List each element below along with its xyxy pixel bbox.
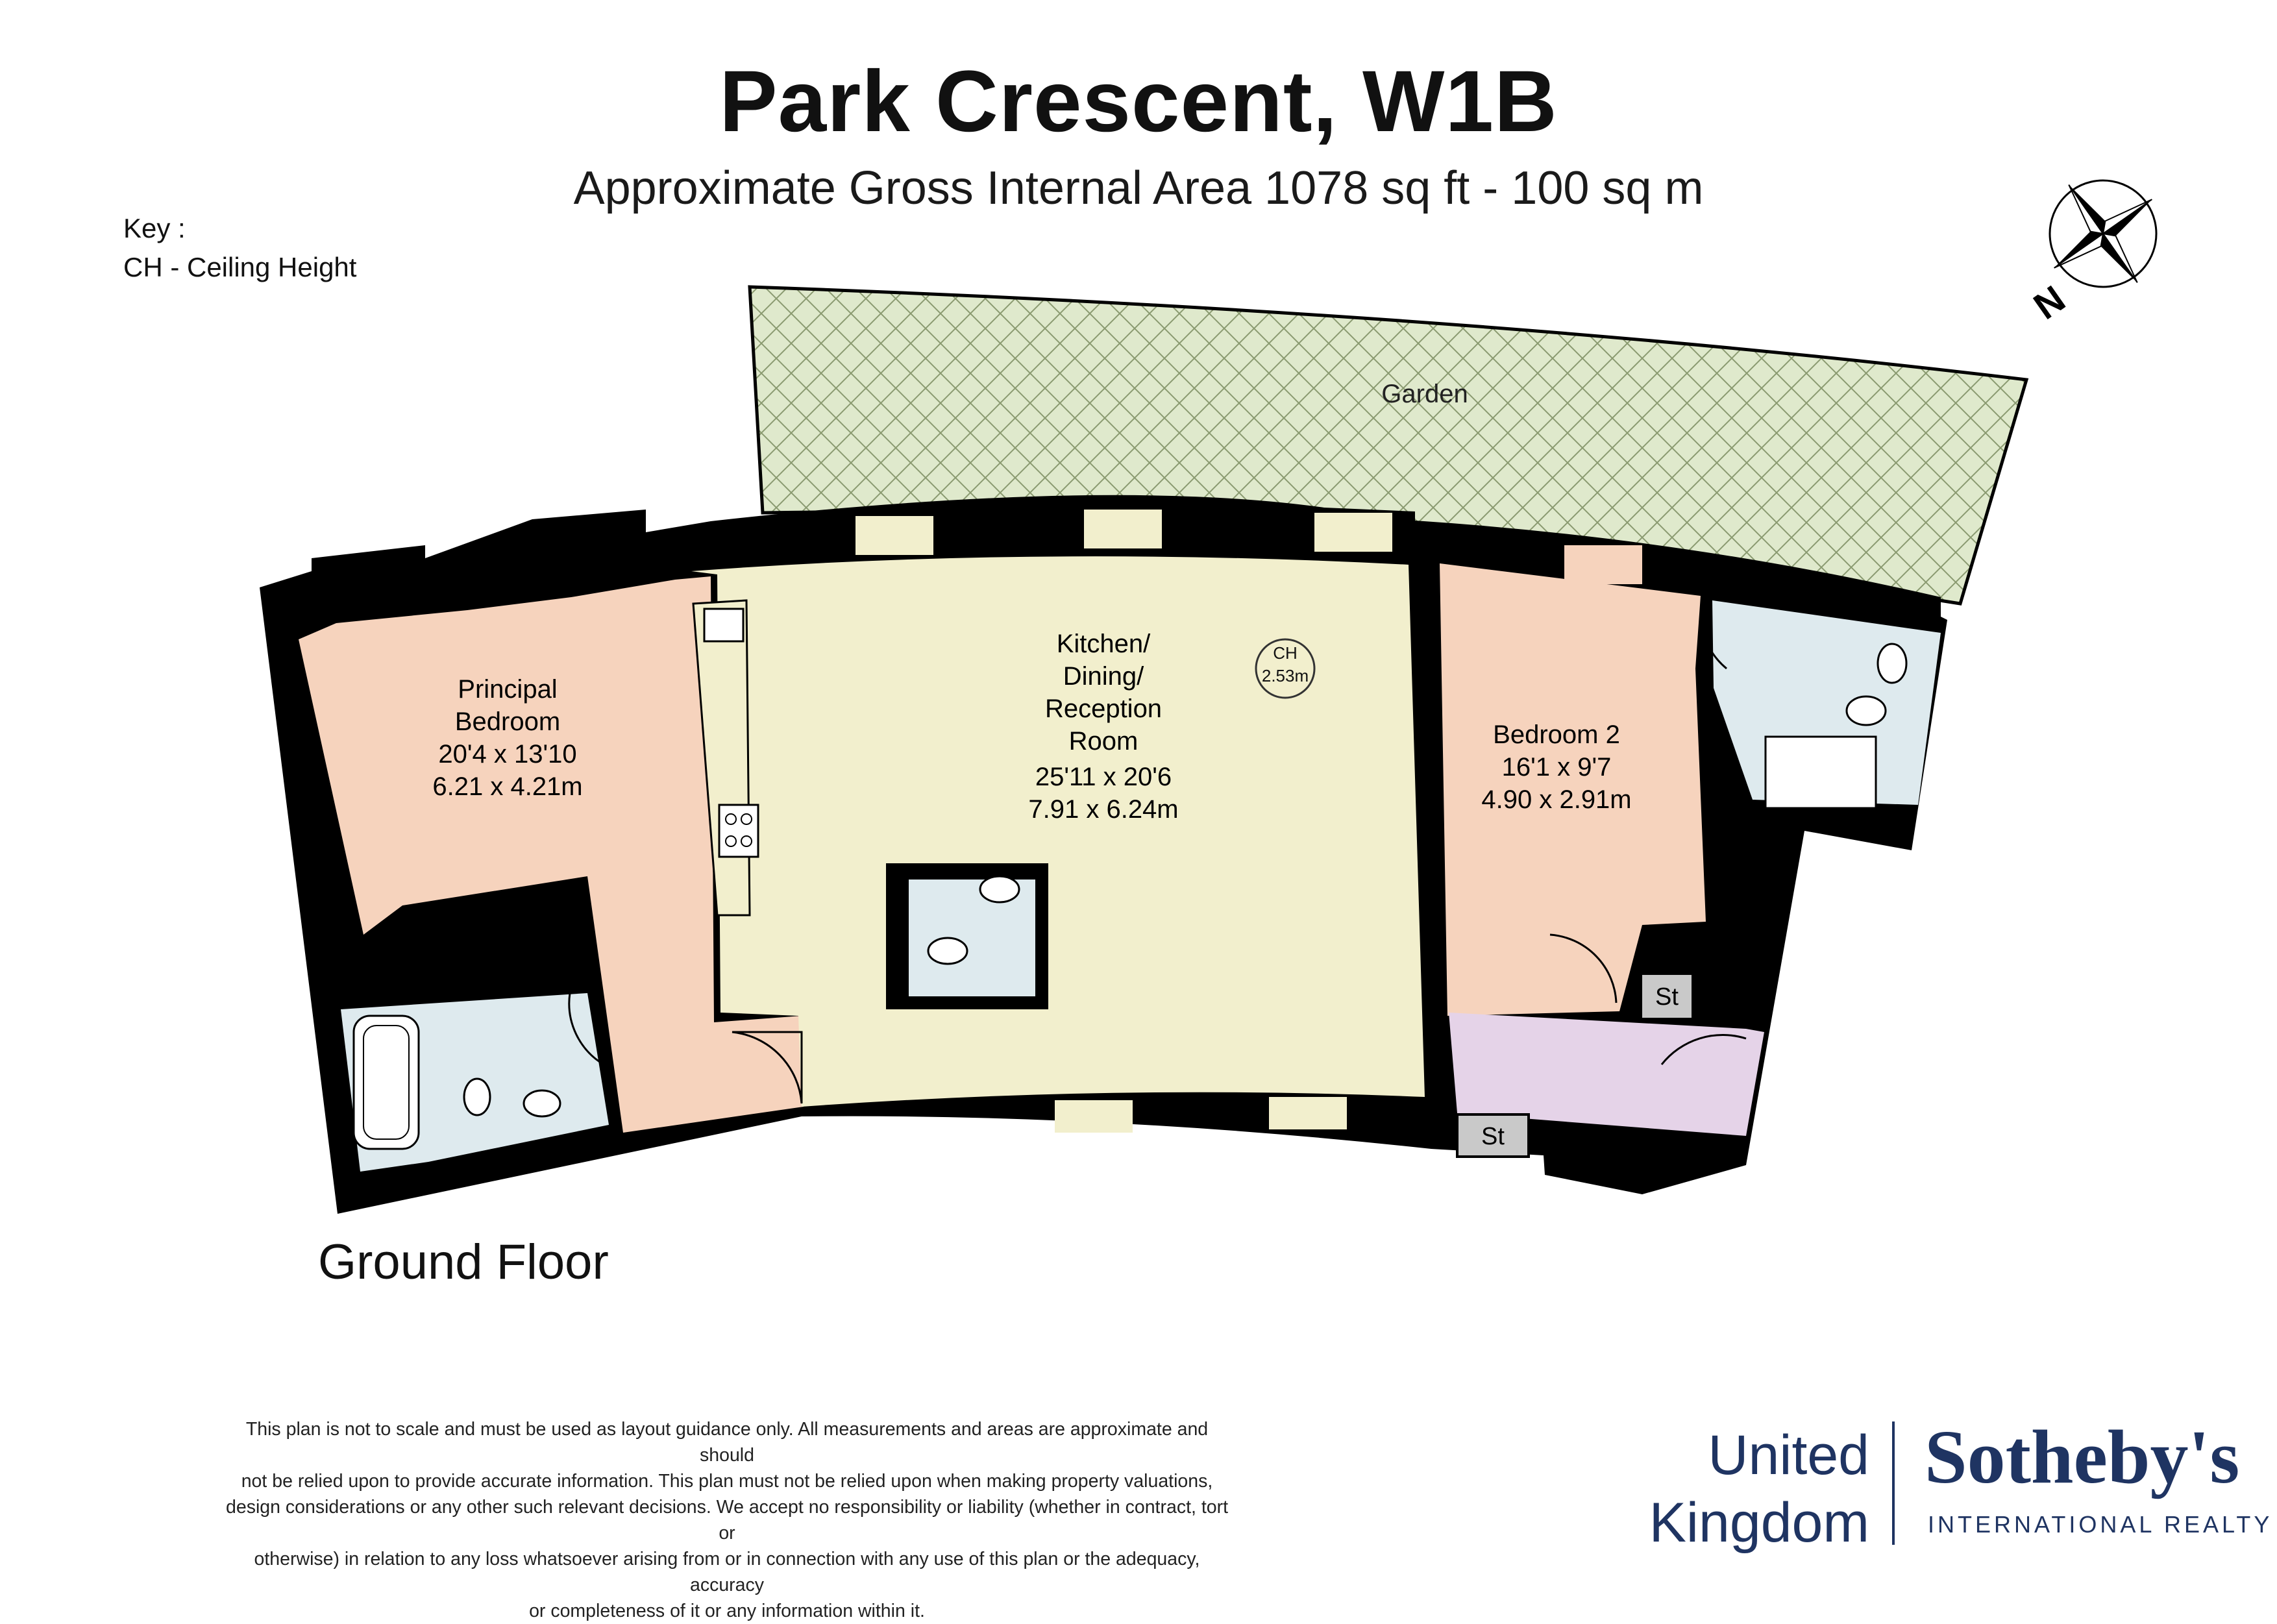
room-name-line: Principal	[458, 675, 557, 704]
window-bay	[1269, 1097, 1347, 1129]
store-cupboard-2	[1456, 1113, 1530, 1158]
brand-divider	[1892, 1421, 1895, 1545]
basin	[523, 1089, 561, 1118]
room-dimensions-imperial: 25'11 x 20'6	[1035, 763, 1172, 791]
ceiling-height-label: CH	[1273, 643, 1298, 663]
window-bay	[1084, 510, 1162, 548]
hob	[718, 804, 759, 858]
window-bay	[855, 516, 933, 555]
sink	[703, 608, 745, 643]
disclaimer: This plan is not to scale and must be us…	[221, 1416, 1233, 1624]
room-name-line: Kitchen/	[1057, 630, 1151, 658]
disclaimer-line: or completeness of it or any information…	[529, 1601, 925, 1621]
room-kitchen-dining-reception	[691, 556, 1425, 1107]
store-label: St	[1655, 983, 1679, 1011]
disclaimer-line: otherwise) in relation to any loss whats…	[254, 1549, 1200, 1595]
brand-region-line: United	[1708, 1424, 1869, 1486]
room-dimensions-imperial: 20'4 x 13'10	[438, 740, 576, 769]
brand-logo-name: Sotheby's	[1925, 1414, 2240, 1499]
room-dimensions-metric: 4.90 x 2.91m	[1481, 785, 1631, 814]
bath-inner	[363, 1025, 410, 1140]
area-subtitle: Approximate Gross Internal Area 1078 sq …	[573, 162, 1704, 214]
hob-ring	[725, 835, 737, 847]
compass-north-label: N	[2026, 278, 2073, 328]
garden-label: Garden	[1381, 380, 1468, 408]
room-name-line: Dining/	[1063, 662, 1144, 691]
hob-ring	[741, 835, 752, 847]
room-name-line: Bedroom 2	[1493, 720, 1620, 749]
disclaimer-line: not be relied upon to provide accurate i…	[241, 1471, 1213, 1492]
room-dimensions-metric: 6.21 x 4.21m	[432, 772, 582, 801]
window-bay	[1564, 545, 1642, 584]
page-title: Park Crescent, W1B	[719, 53, 1558, 150]
room-name-line: Room	[1069, 727, 1138, 756]
disclaimer-line: design considerations or any other such …	[226, 1497, 1228, 1544]
compass-point	[2054, 232, 2104, 269]
brand-tagline: INTERNATIONAL REALTY	[1928, 1511, 2273, 1538]
compass-point	[2101, 232, 2138, 283]
store-label: St	[1481, 1123, 1505, 1150]
plan-key: Key : CH - Ceiling Height	[123, 209, 356, 287]
door-swing	[568, 992, 604, 1066]
key-heading: Key :	[123, 213, 186, 243]
room-name-line: Reception	[1045, 695, 1162, 723]
room-name-line: Bedroom	[455, 707, 560, 736]
toilet	[463, 1077, 491, 1116]
door-swing	[732, 1031, 803, 1104]
room-dimensions-imperial: 16'1 x 9'7	[1502, 753, 1612, 781]
ceiling-height-marker	[1255, 638, 1316, 699]
door-swing	[1699, 616, 1727, 670]
door-swing	[1549, 933, 1618, 1003]
disclaimer-line: This plan is not to scale and must be us…	[245, 1419, 1209, 1466]
compass-rose	[2049, 179, 2158, 288]
floor-label: Ground Floor	[318, 1235, 609, 1290]
toilet	[1845, 695, 1887, 726]
window-bay	[1314, 513, 1392, 552]
compass-point	[2102, 199, 2152, 236]
door-swing	[1660, 1033, 1747, 1065]
brand-region-line: Kingdom	[1649, 1492, 1869, 1554]
ceiling-height-value: 2.53m	[1262, 666, 1309, 685]
basin	[979, 875, 1020, 904]
hob-ring	[725, 813, 737, 825]
room-bedroom-2	[1440, 563, 1706, 1016]
room-dimensions-metric: 7.91 x 6.24m	[1028, 795, 1178, 824]
brand-region: United Kingdom	[1623, 1421, 1869, 1556]
key-item-ceiling-height: CH - Ceiling Height	[123, 252, 357, 282]
toilet	[927, 937, 968, 965]
compass-point	[2068, 184, 2105, 235]
store-cupboard-1	[1640, 972, 1694, 1020]
room-principal-bedroom	[299, 576, 804, 1133]
basin	[1877, 643, 1908, 684]
window-bay	[1055, 1100, 1133, 1133]
shower	[1764, 735, 1877, 809]
hob-ring	[741, 813, 752, 825]
bath	[352, 1015, 420, 1150]
